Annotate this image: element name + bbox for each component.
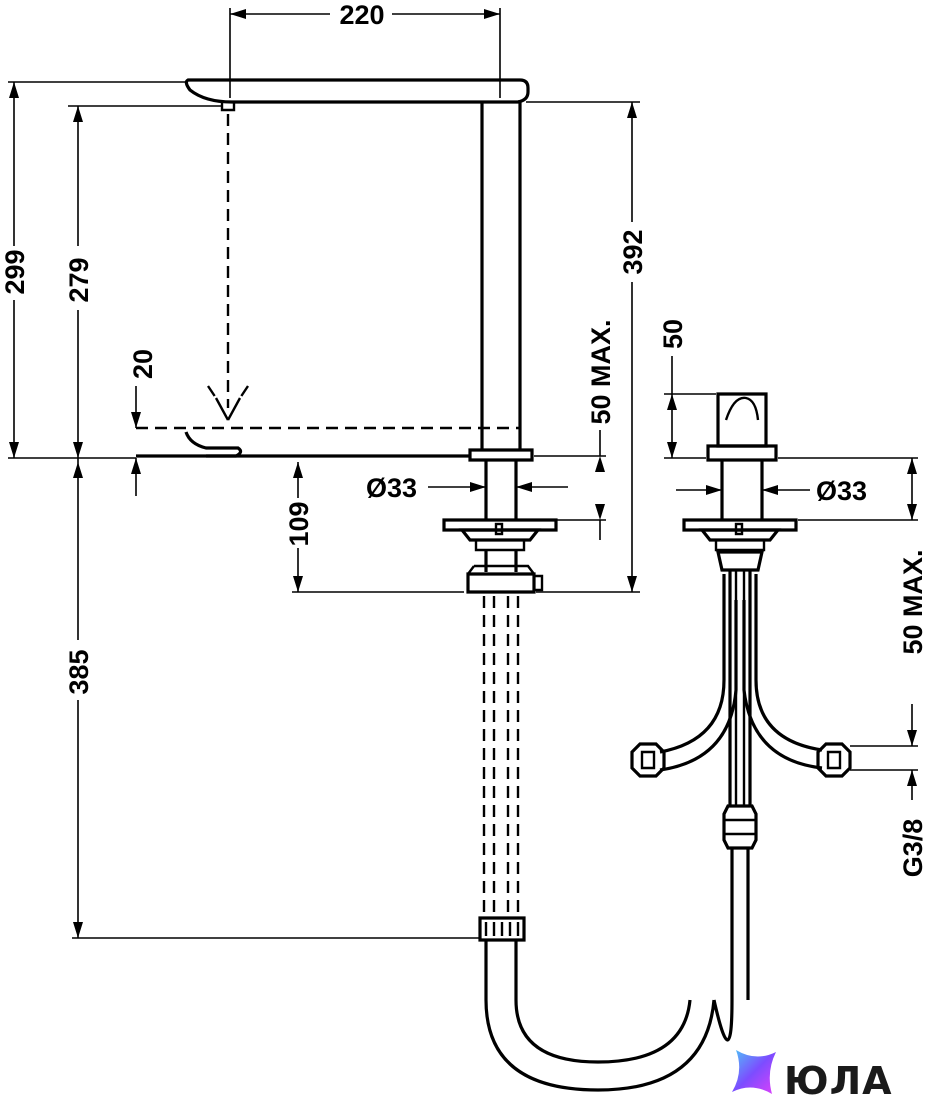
dim-spout-reach: 220 <box>339 0 384 30</box>
dim-total-height: 299 <box>0 249 30 294</box>
dim-diameter-left: Ø33 <box>366 473 417 503</box>
dim-handle-height: 50 <box>658 319 688 349</box>
dimension-lines <box>8 8 918 939</box>
dim-overall-height: 392 <box>618 229 648 274</box>
dim-aerator-height: 20 <box>128 349 158 379</box>
brand-logo: ЮЛА <box>732 1050 893 1100</box>
dim-deck-max-right: 50 MAX. <box>898 549 928 654</box>
dim-thread: G3/8 <box>898 819 928 878</box>
dim-hose-length: 385 <box>64 649 94 694</box>
dim-deck-max-left: 50 MAX. <box>586 319 616 424</box>
mixer-unit <box>630 392 852 1042</box>
brand-name: ЮЛА <box>784 1059 893 1100</box>
dim-shank-length: 109 <box>284 501 314 546</box>
spout-faucet <box>136 78 716 1092</box>
dim-spout-height: 279 <box>64 257 94 302</box>
dim-diameter-right: Ø33 <box>816 476 867 506</box>
brand-mark-icon <box>732 1050 776 1094</box>
